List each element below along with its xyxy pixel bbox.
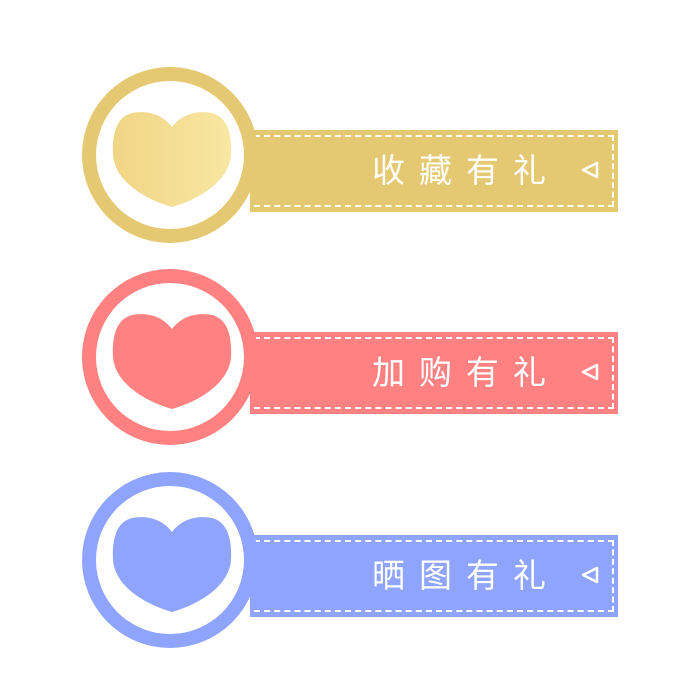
dashed-border [254, 540, 614, 612]
dashed-border [254, 337, 614, 409]
triangle-left-icon [581, 566, 599, 584]
tag-banner[interactable]: 收藏有礼 [250, 130, 618, 212]
gift-tag[interactable]: 加购有礼 [80, 267, 620, 447]
tag-banner[interactable]: 晒图有礼 [250, 535, 618, 617]
tag-label: 加购有礼 [372, 353, 560, 392]
heart-icon [112, 112, 232, 207]
dashed-border [254, 135, 614, 207]
triangle-left-icon [581, 161, 599, 179]
heart-badge [82, 269, 258, 445]
heart-icon [112, 314, 232, 409]
tag-label: 收藏有礼 [372, 151, 560, 190]
heart-icon [112, 517, 232, 612]
gift-tag[interactable]: 收藏有礼 [80, 65, 620, 245]
gift-tag[interactable]: 晒图有礼 [80, 470, 620, 650]
triangle-left-icon [581, 363, 599, 381]
heart-badge [82, 472, 258, 648]
tag-label: 晒图有礼 [372, 556, 560, 595]
tag-banner[interactable]: 加购有礼 [250, 332, 618, 414]
heart-badge [82, 67, 258, 243]
